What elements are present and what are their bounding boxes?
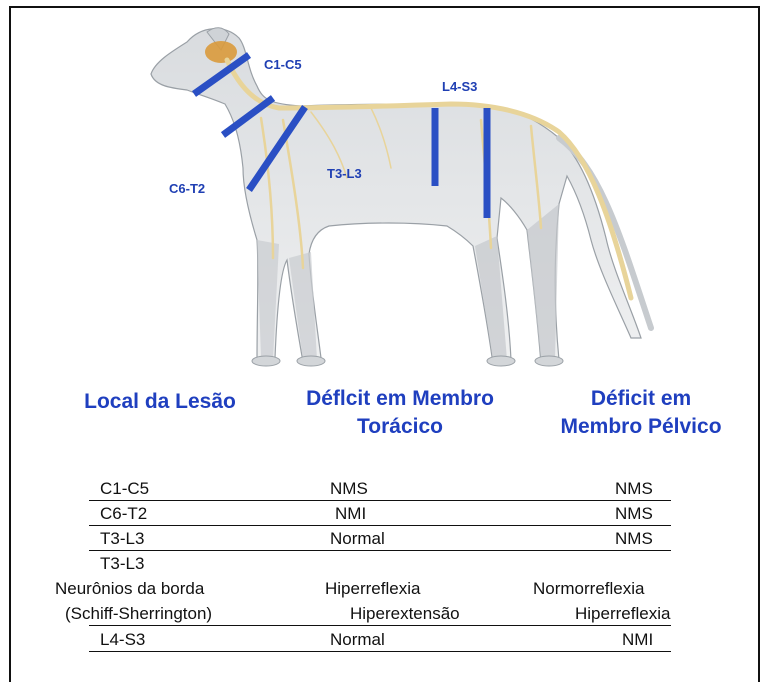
table-cell-toracico: Normal — [330, 630, 385, 650]
header-deficit-pelvico: Déficit em Membro Pélvico — [531, 385, 751, 441]
segment-label-l4s3: L4-S3 — [442, 79, 477, 94]
row-divider — [89, 625, 671, 626]
table-cell-local: C6-T2 — [100, 504, 147, 524]
table-cell-toracico: Hiperreflexia — [325, 579, 420, 599]
table-cell-pelvico: Hiperreflexia — [575, 604, 670, 624]
table-cell-pelvico: NMS — [615, 529, 653, 549]
table-cell-toracico: NMI — [335, 504, 366, 524]
segment-label-t3l3: T3-L3 — [327, 166, 362, 181]
table-cell-local: Neurônios da borda — [55, 579, 204, 599]
table-cell-pelvico: Normorreflexia — [533, 579, 644, 599]
brain-shape — [205, 41, 237, 63]
header-pelvico-line2: Membro Pélvico — [531, 413, 751, 441]
header-local-text: Local da Lesão — [84, 390, 236, 413]
table-cell-local: (Schiff-Sherrington) — [65, 604, 212, 624]
dog-anatomy-illustration — [11, 8, 758, 380]
dog-silhouette — [151, 28, 651, 366]
segment-label-c6t2: C6-T2 — [169, 181, 205, 196]
table-cell-local: T3-L3 — [100, 554, 144, 574]
header-toracico-line1: Déflcit em Membro — [269, 385, 531, 413]
table-cell-toracico: NMS — [330, 479, 368, 499]
table-cell-pelvico: NMS — [615, 504, 653, 524]
row-divider — [89, 550, 671, 551]
row-divider — [89, 500, 671, 501]
table-cell-local: C1-C5 — [100, 479, 149, 499]
figure-frame: C1-C5 C6-T2 T3-L3 L4-S3 Local da Lesão D… — [9, 6, 760, 682]
header-pelvico-line1: Déficit em — [531, 385, 751, 413]
header-deficit-toracico: Déflcit em Membro Torácico — [269, 385, 531, 441]
table-cell-toracico: Normal — [330, 529, 385, 549]
table-cell-local: L4-S3 — [100, 630, 145, 650]
table-cell-pelvico: NMI — [622, 630, 653, 650]
row-divider — [89, 525, 671, 526]
row-divider — [89, 651, 671, 652]
segment-label-c1c5: C1-C5 — [264, 57, 302, 72]
header-toracico-line2: Torácico — [269, 413, 531, 441]
table-cell-toracico: Hiperextensão — [350, 604, 460, 624]
header-local-da-lesao: Local da Lesão — [55, 388, 265, 416]
table-cell-local: T3-L3 — [100, 529, 144, 549]
table-cell-pelvico: NMS — [615, 479, 653, 499]
